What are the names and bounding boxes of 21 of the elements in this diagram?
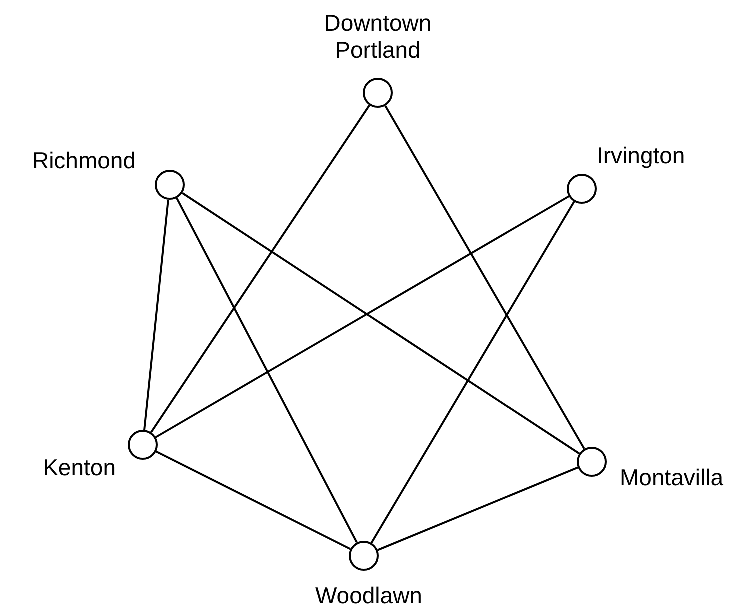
connector-line <box>144 200 170 430</box>
connector-line <box>176 198 358 544</box>
connector-line <box>150 104 370 434</box>
place-label: Irvington <box>597 142 686 170</box>
station-circle <box>128 430 158 460</box>
connector-line <box>377 466 579 552</box>
connector-line <box>156 450 352 550</box>
place-label: Woodlawn <box>316 582 422 609</box>
station-circle <box>567 174 597 204</box>
station-circle <box>155 170 185 200</box>
connector-line <box>155 196 570 438</box>
station-circle <box>363 78 393 108</box>
connector-line <box>384 105 586 450</box>
place-label: Richmond <box>32 148 136 174</box>
connector-line <box>370 201 576 544</box>
station-circle <box>577 447 607 477</box>
connector-line <box>182 192 580 455</box>
station-circle <box>349 541 379 571</box>
place-label: Kenton <box>43 454 116 482</box>
place-label: Downtown Portland <box>323 10 433 64</box>
place-label: Montavilla <box>620 464 724 492</box>
